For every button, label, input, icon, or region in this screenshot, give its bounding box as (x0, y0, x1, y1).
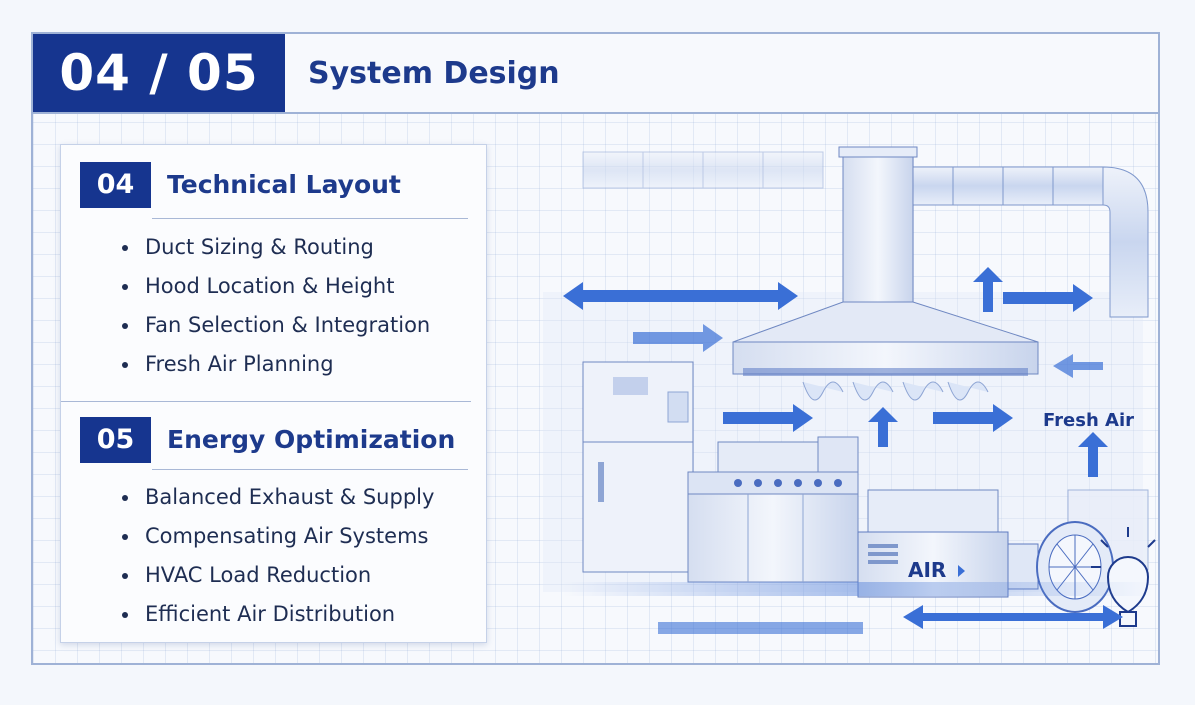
arrow-icon (868, 407, 898, 447)
bullet-icon (122, 362, 128, 368)
list-item: Duct Sizing & Routing (61, 228, 430, 267)
arrow-icon (723, 404, 813, 432)
list-item: Compensating Air Systems (61, 517, 434, 556)
list-item: Balanced Exhaust & Supply (61, 478, 434, 517)
arrow-icon (1053, 354, 1103, 378)
slide-frame: 04 / 05 System Design 04 Technical Layou… (31, 32, 1160, 665)
floor-glow (563, 582, 1153, 596)
exhaust-hood-icon (732, 146, 1039, 376)
arrow-icon (658, 622, 863, 634)
section-divider (152, 469, 468, 470)
list-item: Efficient Air Distribution (61, 595, 434, 634)
arrow-icon (973, 267, 1003, 312)
page-title: System Design (308, 56, 560, 91)
kitchen-ventilation-illustration: AIR (543, 146, 1156, 634)
arrow-icon (1003, 284, 1093, 312)
arrow-icon (903, 605, 1123, 629)
section-title: Technical Layout (167, 170, 401, 199)
airflow-plumes (802, 381, 989, 401)
section-number: 05 (80, 417, 151, 463)
arrow-icon (633, 324, 723, 352)
bullet-icon (122, 245, 128, 251)
arrow-icon (933, 404, 1013, 432)
section-number: 04 (80, 162, 151, 208)
air-unit-label: AIR (908, 558, 946, 582)
bullet-icon (122, 573, 128, 579)
list-item: Fan Selection & Integration (61, 306, 430, 345)
arrow-icon (1078, 432, 1108, 477)
fresh-air-label: Fresh Air (1043, 410, 1134, 431)
bullet-icon (122, 323, 128, 329)
technical-layout-list: Duct Sizing & Routing Hood Location & He… (61, 228, 430, 384)
fan-icon (1036, 521, 1114, 613)
section-title: Energy Optimization (167, 425, 456, 454)
arrow-icon (563, 282, 798, 310)
duct-icon (582, 151, 824, 189)
bullet-icon (122, 534, 128, 540)
prep-counter (867, 489, 1149, 571)
content-panel: 04 Technical Layout Duct Sizing & Routin… (60, 144, 487, 643)
page-badge: 04 / 05 (33, 34, 285, 112)
section-divider (152, 218, 468, 219)
cooking-range (687, 436, 859, 583)
refrigerator (582, 361, 694, 573)
bullet-icon (122, 612, 128, 618)
header-bar: 04 / 05 System Design (33, 34, 1158, 114)
bullet-icon (122, 284, 128, 290)
list-item: Fresh Air Planning (61, 345, 430, 384)
duct-icon (912, 166, 1149, 318)
energy-optimization-list: Balanced Exhaust & Supply Compensating A… (61, 478, 434, 634)
list-item: Hood Location & Height (61, 267, 430, 306)
list-item: HVAC Load Reduction (61, 556, 434, 595)
panel-divider (61, 401, 471, 402)
bullet-icon (122, 495, 128, 501)
